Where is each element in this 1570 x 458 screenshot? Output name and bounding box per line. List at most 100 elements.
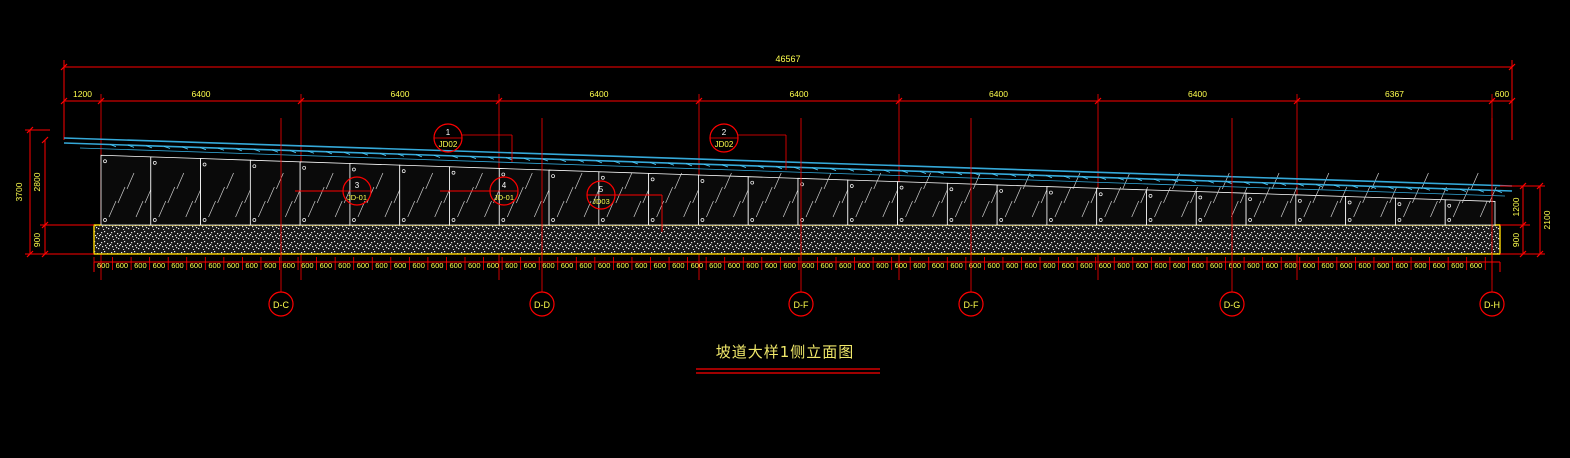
section-marker-ref: JD03 (592, 197, 610, 206)
handrail-hatch (469, 156, 477, 160)
handrail-hatch (667, 162, 675, 166)
glass-reflection-line (1321, 172, 1330, 190)
glass-reflection-line (706, 200, 714, 218)
glass-panel (946, 182, 998, 226)
glass-panel (1046, 186, 1098, 226)
glass-reflection-line (914, 186, 922, 204)
bay-dimension-label: 6400 (590, 89, 609, 99)
post-spacing-label: 600 (1451, 261, 1464, 270)
glass-clamp (352, 167, 356, 172)
glass-reflection-line (873, 172, 882, 190)
glass-reflection-line (905, 200, 913, 218)
post-spacing-label: 600 (876, 261, 889, 270)
glass-reflection-line (1190, 186, 1198, 204)
post-spacing-label: 600 (153, 261, 166, 270)
glass-clamp (1148, 218, 1153, 222)
glass-reflection-line (982, 200, 990, 218)
handrail-hatch (1171, 179, 1179, 183)
left-height-upper: 2800 (32, 172, 42, 191)
grid-axis-bubble (1219, 291, 1245, 317)
handrail-hatch (577, 159, 585, 163)
glass-panel (1096, 187, 1147, 226)
glass-reflection-line (674, 172, 682, 190)
glass-clamp (302, 218, 306, 222)
dimension-tick (695, 97, 703, 105)
handrail-hatch (433, 154, 441, 158)
glass-reflection-line (484, 200, 492, 218)
glass-reflection-line (773, 172, 782, 190)
right-height-total: 2100 (1542, 210, 1552, 229)
dimension-tick (1519, 182, 1527, 190)
post-spacing-label: 600 (728, 261, 741, 270)
glass-reflection-line (1163, 186, 1171, 204)
glass-panel (299, 161, 351, 226)
glass-reflection-line (1031, 200, 1040, 218)
handrail-hatch (397, 153, 405, 157)
handrail-hatch (1423, 187, 1431, 191)
post-spacing-label: 600 (1358, 261, 1371, 270)
post-spacing-label: 600 (524, 261, 537, 270)
glass-reflection-line (276, 172, 284, 190)
post-spacing-label: 600 (375, 261, 388, 270)
glass-reflection-line (1054, 200, 1063, 218)
glass-clamp (202, 218, 207, 222)
glass-reflection-line (235, 200, 243, 218)
handrail-hatch (1153, 178, 1161, 182)
glass-reflection-line (108, 200, 117, 218)
post-spacing-label: 600 (561, 261, 574, 270)
glass-reflection-line (1412, 186, 1420, 204)
glass-reflection-line (524, 172, 533, 190)
post-spacing-label: 600 (1433, 261, 1446, 270)
post-spacing-label: 600 (616, 261, 629, 270)
post-spacing-label: 600 (1303, 261, 1316, 270)
handrail-hatch (1279, 182, 1287, 186)
handrail-hatch (829, 168, 837, 171)
glass-panel (996, 184, 1048, 226)
handrail-hatch (361, 152, 369, 156)
post-spacing-label: 600 (579, 261, 592, 270)
post-spacing-label: 600 (1321, 261, 1334, 270)
glass-reflection-line (782, 200, 791, 218)
glass-panel (648, 172, 699, 226)
post-spacing-label: 600 (320, 261, 333, 270)
post-spacing-label: 600 (765, 261, 778, 270)
glass-clamp (551, 218, 555, 222)
post-spacing-label: 600 (654, 261, 667, 270)
glass-reflection-line (258, 200, 266, 218)
glass-clamp (750, 180, 755, 185)
glass-reflection-line (574, 172, 583, 190)
glass-clamp (252, 218, 257, 222)
glass-clamp (1248, 218, 1252, 222)
post-spacing-label: 600 (1191, 261, 1204, 270)
glass-panel (200, 158, 251, 226)
glass-panel (1295, 194, 1347, 226)
glass-reflection-line (1072, 172, 1081, 190)
glass-reflection-line (1303, 200, 1312, 218)
post-spacing-label: 600 (1080, 261, 1093, 270)
left-height-lower: 900 (32, 233, 42, 247)
handrail-hatch (685, 163, 693, 167)
drawing-title: 坡道大样1侧立面图 (715, 343, 855, 361)
grid-axis-bubble (529, 291, 555, 317)
post-spacing-label: 600 (1173, 261, 1186, 270)
bay-dimension-label: 6400 (790, 89, 809, 99)
glass-clamp (899, 185, 904, 190)
glass-clamp (1298, 218, 1302, 222)
handrail-hatch (883, 169, 891, 173)
glass-reflection-line (683, 200, 691, 218)
post-spacing-label: 600 (672, 261, 685, 270)
glass-clamp (551, 174, 555, 178)
handrail-hatch (649, 162, 657, 165)
handrail-hatch (1369, 185, 1377, 189)
glass-clamp (849, 184, 854, 188)
glass-reflection-line (533, 200, 542, 218)
handrail-hatch (451, 155, 459, 159)
glass-panel (1444, 199, 1496, 226)
post-spacing-label: 600 (245, 261, 258, 270)
glass-reflection-line (226, 172, 234, 190)
glass-clamp (601, 218, 605, 222)
handrail-hatch (1459, 188, 1467, 192)
glass-clamp (501, 218, 506, 222)
post-spacing-label: 600 (1284, 261, 1297, 270)
handrail-hatch (325, 151, 333, 155)
